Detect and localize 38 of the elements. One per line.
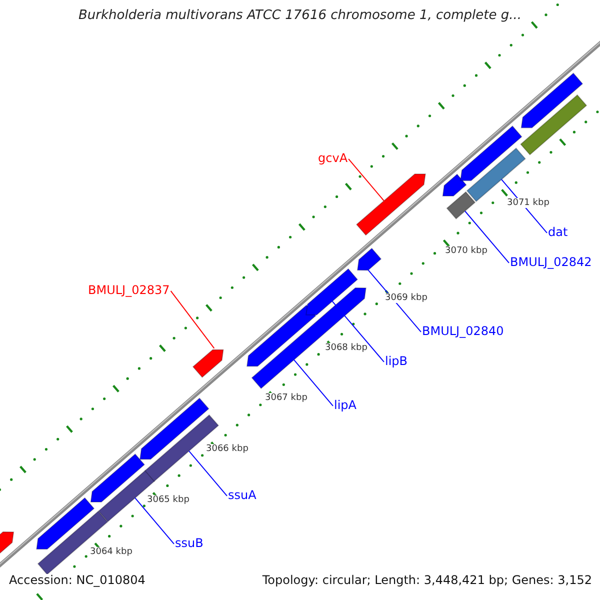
leader-line	[293, 359, 334, 406]
gene-label: gcvA	[318, 152, 348, 166]
gene-block	[306, 268, 358, 316]
gene-block	[356, 248, 382, 271]
leader-line	[134, 497, 174, 544]
scale-label: 3066 kbp	[206, 444, 248, 454]
gene-block	[446, 191, 476, 220]
scale-label: 3068 kbp	[325, 343, 368, 354]
leader-line	[464, 210, 510, 264]
gene-block	[356, 174, 426, 236]
gene-label: ssuB	[175, 537, 204, 551]
gene-label: BMULJ_02840	[422, 325, 504, 339]
gene-label: BMULJ_02842	[510, 256, 592, 270]
gene-label: BMULJ_02837	[88, 284, 170, 298]
gene-label: lipA	[334, 399, 356, 413]
scale-label: 3069 kbp	[385, 293, 428, 304]
scale-label: 3070 kbp	[445, 246, 488, 256]
gene-label: ssuA	[228, 489, 256, 503]
gene-block	[460, 125, 522, 182]
leader-line	[188, 450, 228, 496]
leader-line	[332, 300, 384, 362]
scale-label: 3071 kbp	[507, 198, 550, 208]
gene-block	[442, 174, 467, 196]
gene-label: dat	[548, 226, 568, 240]
accession-label: Accession: NC_010804	[9, 574, 146, 588]
gene-block	[520, 72, 584, 128]
gene-block	[192, 349, 224, 378]
title: Burkholderia multivorans ATCC 17616 chromosome 1, complete g...	[78, 9, 522, 24]
leader-line	[348, 158, 384, 202]
scale-label: 3064 kbp	[90, 547, 132, 558]
gene-label: lipB	[385, 355, 408, 369]
gene-block	[90, 453, 146, 502]
gene-block	[246, 304, 316, 367]
genome-info: Topology: circular; Length: 3,448,421 bp; Genes: 3,152	[262, 574, 592, 588]
gene-block	[520, 94, 588, 156]
scale-label: 3065 kbp	[147, 495, 190, 506]
scale-label: 3067 kbp	[265, 393, 308, 404]
leader-line	[170, 290, 215, 349]
